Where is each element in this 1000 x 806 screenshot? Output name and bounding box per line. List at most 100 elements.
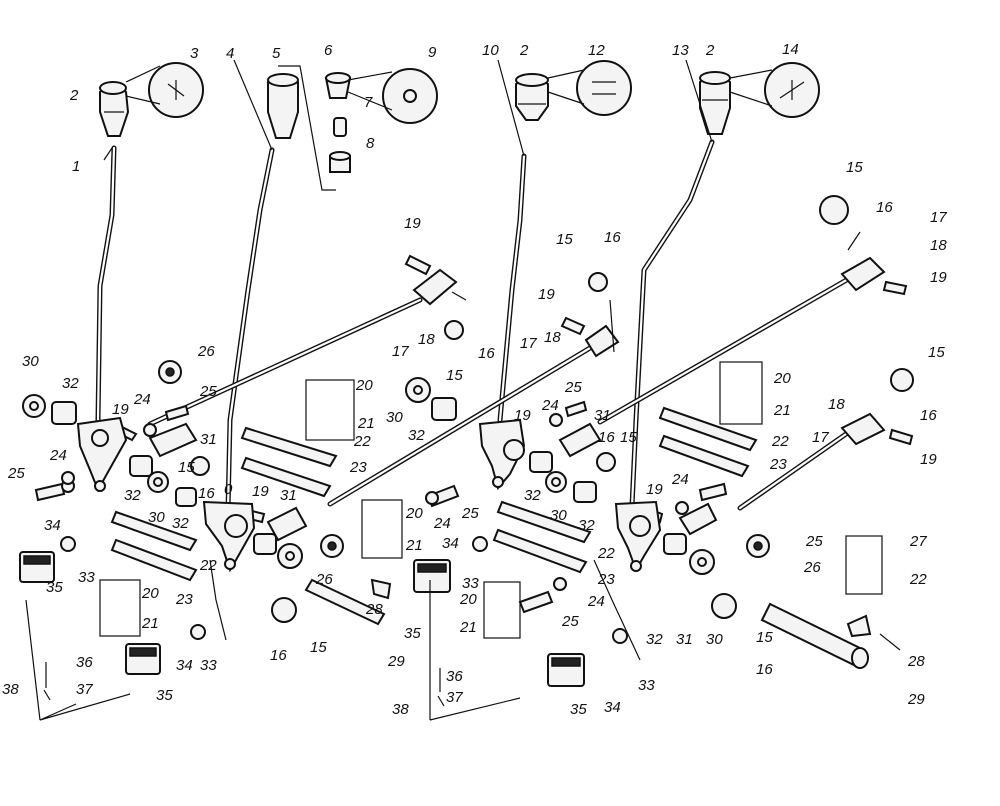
knob-lever-10 xyxy=(515,73,549,121)
callout-16c: 16 xyxy=(478,345,495,362)
fork-18-a xyxy=(412,268,458,306)
bolt-25-b xyxy=(164,404,190,422)
callout-29b: 29 xyxy=(907,691,925,708)
lever-rod-4 xyxy=(225,147,275,513)
callout-30b: 30 xyxy=(386,409,403,426)
knob-cap-14 xyxy=(729,62,820,118)
callout-32b: 32 xyxy=(408,427,425,444)
callout-2b: 2 xyxy=(519,42,529,59)
callout-31: 31 xyxy=(200,431,217,448)
knob-lever-13 xyxy=(699,71,731,135)
washer-30-a xyxy=(22,394,46,418)
callout-16e: 16 xyxy=(920,407,937,424)
switch-35-c xyxy=(413,559,451,593)
shaft-29-b xyxy=(760,602,869,669)
callout-23b: 23 xyxy=(769,456,787,473)
bushing-8 xyxy=(329,151,351,173)
callout-19g: 19 xyxy=(252,483,269,500)
callout-20b: 20 xyxy=(773,370,791,387)
pin-box-b xyxy=(99,579,141,637)
bushing-32-h xyxy=(663,533,687,555)
bushing-32-a xyxy=(51,401,77,425)
knob-lever-1 xyxy=(99,81,130,137)
callout-24e: 24 xyxy=(587,593,605,610)
callout-23c: 23 xyxy=(175,591,193,608)
plate-22-23-a xyxy=(240,426,338,498)
callout-25c: 25 xyxy=(7,465,25,482)
nut-26-b xyxy=(320,534,344,558)
callout-32f: 32 xyxy=(578,517,595,534)
nut-26-c xyxy=(746,534,770,558)
callout-7: 7 xyxy=(364,94,373,111)
callout-16d: 16 xyxy=(598,429,615,446)
nut-24-b xyxy=(143,423,157,437)
callout-5: 5 xyxy=(272,45,281,62)
bolt-25-f xyxy=(698,482,728,502)
callout-34b: 34 xyxy=(176,657,193,674)
callout-22b: 22 xyxy=(771,433,789,450)
washer-30-c xyxy=(277,543,303,569)
fork-end-31-c xyxy=(558,422,602,458)
callout-21: 21 xyxy=(357,415,375,432)
callout-22c: 22 xyxy=(199,557,217,574)
callout-21d: 21 xyxy=(405,537,423,554)
plate-22-23-b xyxy=(110,510,198,582)
callout-36b: 36 xyxy=(446,668,463,685)
callout-20: 20 xyxy=(355,377,373,394)
fork-end-31-d xyxy=(678,502,718,536)
knob-cap-3 xyxy=(125,62,204,118)
callout-31b: 31 xyxy=(594,407,611,424)
callout-15c: 15 xyxy=(446,367,463,384)
callout-8: 8 xyxy=(366,135,375,152)
callout-18c: 18 xyxy=(544,329,561,346)
switch-35-a xyxy=(19,551,55,583)
pin-box-a xyxy=(305,379,355,441)
callout-10: 10 xyxy=(482,42,499,59)
washer-30-e xyxy=(545,471,567,493)
callout-27: 27 xyxy=(909,533,927,550)
callout-24f: 24 xyxy=(671,471,689,488)
callout-2c: 2 xyxy=(705,42,715,59)
callout-13: 13 xyxy=(672,42,689,59)
callout-20d: 20 xyxy=(405,505,423,522)
rod-17-a xyxy=(147,297,423,427)
callout-1: 1 xyxy=(72,158,80,175)
pin-box-d xyxy=(483,581,521,639)
callout-19h: 19 xyxy=(646,481,663,498)
leader-lines xyxy=(25,59,901,721)
callout-32: 32 xyxy=(62,375,79,392)
callout-20c: 20 xyxy=(141,585,159,602)
callout-25e: 25 xyxy=(561,613,579,630)
callout-36: 36 xyxy=(76,654,93,671)
rod-17-b xyxy=(327,345,593,507)
bolt-25-e xyxy=(564,400,588,418)
callout-15h: 15 xyxy=(756,629,773,646)
callout-21b: 21 xyxy=(773,402,791,419)
knob-cap-12 xyxy=(547,60,632,116)
callout-26: 26 xyxy=(197,343,215,360)
pin-box-f xyxy=(845,535,883,595)
washer-30-d xyxy=(405,377,431,403)
callout-23d: 23 xyxy=(597,571,615,588)
bracket-28-a xyxy=(370,578,392,600)
callout-0: 0 xyxy=(224,481,233,498)
callout-33d: 33 xyxy=(638,677,655,694)
callout-19c: 19 xyxy=(538,286,555,303)
clip-detail-15-16 xyxy=(190,195,914,623)
callout-24b: 24 xyxy=(541,397,559,414)
lever-rod-13 xyxy=(629,139,715,509)
callout-33b: 33 xyxy=(200,657,217,674)
callout-24c: 24 xyxy=(49,447,67,464)
callout-16: 16 xyxy=(876,199,893,216)
callout-18d: 18 xyxy=(828,396,845,413)
callout-37: 37 xyxy=(76,681,93,698)
callout-35c: 35 xyxy=(404,625,421,642)
nut-24-e xyxy=(553,577,567,591)
callout-2: 2 xyxy=(69,87,79,104)
callout-19b: 19 xyxy=(404,215,421,232)
callout-35b: 35 xyxy=(156,687,173,704)
terminal-34 xyxy=(60,536,628,644)
callout-35d: 35 xyxy=(570,701,587,718)
lever-hub-10 xyxy=(478,418,526,491)
